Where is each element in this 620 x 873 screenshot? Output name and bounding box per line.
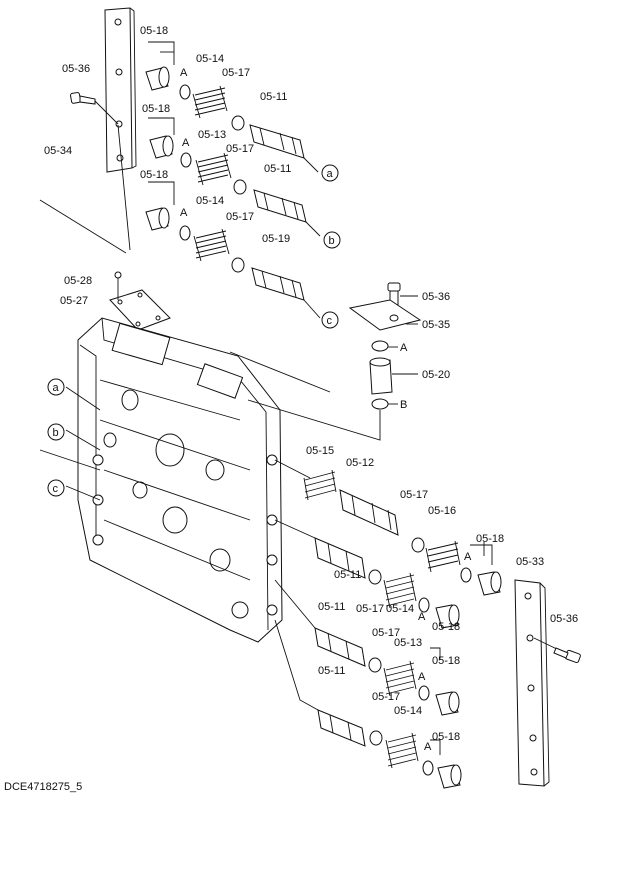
ring-mark-label: A [180, 207, 188, 219]
ring-mark-label: A [418, 611, 426, 623]
ring-mark-label: A [418, 671, 426, 683]
part-number-label: 05-17 [400, 489, 428, 501]
callout-circle [47, 479, 65, 497]
part-number-label: 05-35 [422, 319, 450, 331]
part-number-label: 05-20 [422, 369, 450, 381]
callout-circle [47, 423, 65, 441]
part-number-label: 05-36 [422, 291, 450, 303]
part-number-label: 05-17 [226, 211, 254, 223]
part-number-label: 05-19 [262, 233, 290, 245]
part-number-label: 05-18 [432, 621, 460, 633]
part-number-label: 05-11 [260, 91, 287, 103]
part-number-label: 05-14 [196, 53, 224, 65]
callout-circle [321, 311, 339, 329]
drawing-code: DCE4718275_5 [4, 781, 82, 793]
part-number-label: 05-17 [222, 67, 250, 79]
part-number-label: 05-11 [264, 163, 291, 175]
part-number-label: 05-17 [356, 603, 384, 615]
part-number-label: 05-17 [372, 691, 400, 703]
part-number-label: 05-14 [394, 705, 422, 717]
part-number-label: 05-18 [140, 25, 168, 37]
part-number-label: 05-27 [60, 295, 88, 307]
part-number-label: 05-18 [140, 169, 168, 181]
part-number-label: 05-28 [64, 275, 92, 287]
part-number-label: 05-14 [196, 195, 224, 207]
plate-05-33 [514, 579, 581, 787]
bolt-05-36-top [70, 92, 119, 125]
callout-circle [321, 164, 339, 182]
part-number-label: 05-11 [318, 665, 345, 677]
part-labels: 05-1805-1405-1705-1105-3605-3405-1805-13… [44, 25, 578, 753]
part-number-label: 05-36 [550, 613, 578, 625]
ring-mark-label: B [400, 399, 407, 411]
valve-body [77, 317, 283, 643]
part-number-label: 05-13 [198, 129, 226, 141]
cover-plate-05-27 [109, 271, 171, 331]
callout-letter: c [327, 315, 333, 327]
callout-circle [47, 378, 65, 396]
row1-parts [145, 41, 319, 173]
ring-mark-label: A [182, 137, 190, 149]
part-number-label: 05-33 [516, 556, 544, 568]
callout-letter: b [329, 235, 335, 247]
callout-letter: a [53, 382, 60, 394]
row2-parts [148, 117, 321, 237]
part-number-label: 05-18 [476, 533, 504, 545]
part-number-label: 05-13 [394, 637, 422, 649]
part-number-label: 05-18 [432, 655, 460, 667]
part-number-label: 05-17 [226, 143, 254, 155]
part-number-label: 05-15 [306, 445, 334, 457]
part-number-label: 05-16 [428, 505, 456, 517]
ring-mark-label: A [464, 551, 472, 563]
callout-circle [323, 231, 341, 249]
part-number-label: 05-12 [346, 457, 374, 469]
callout-letter: b [53, 427, 59, 439]
part-number-label: 05-34 [44, 145, 72, 157]
right-upper-parts [348, 282, 422, 410]
callout-letter: c [53, 483, 59, 495]
part-number-label: 05-36 [62, 63, 90, 75]
lower-row-2 [274, 519, 460, 629]
part-number-label: 05-18 [432, 731, 460, 743]
lower-row-3 [274, 579, 460, 716]
part-number-label: 05-17 [372, 627, 400, 639]
lower-row-4 [274, 619, 462, 789]
part-number-label: 05-11 [334, 569, 361, 581]
part-number-label: 05-14 [386, 603, 414, 615]
callout-circles: a b c a b c [47, 164, 341, 497]
lower-row-05-12 [274, 459, 502, 596]
part-number-label: 05-18 [142, 103, 170, 115]
ring-mark-label: A [180, 67, 188, 79]
callout-letter: a [327, 168, 334, 180]
part-number-label: 05-11 [318, 601, 345, 613]
row3-parts [145, 181, 321, 319]
ring-mark-label: A [400, 342, 408, 354]
plate-05-34 [104, 7, 137, 173]
ring-mark-label: A [424, 741, 432, 753]
